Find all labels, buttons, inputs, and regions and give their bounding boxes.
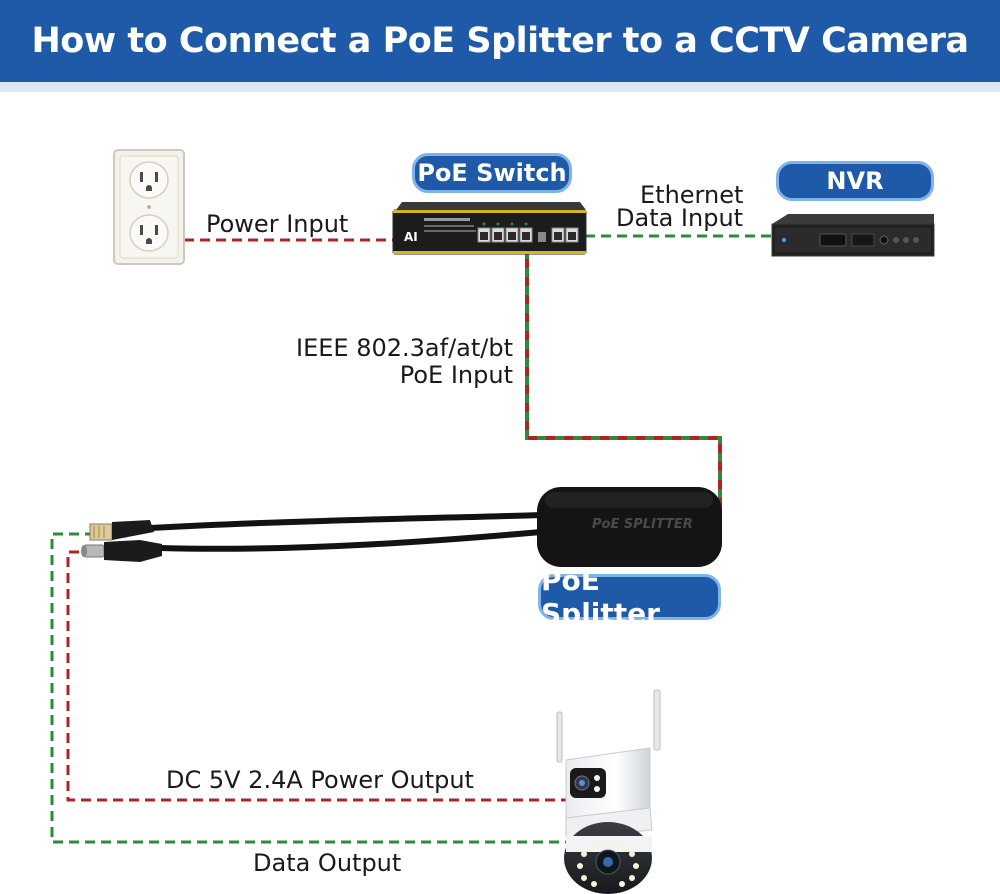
page-title: How to Connect a PoE Splitter to a CCTV … — [31, 21, 969, 61]
splitter-print-text: PoE SPLITTER — [592, 517, 693, 532]
data-input-label: Data Input — [616, 204, 744, 232]
poe-switch-device: AI — [392, 202, 587, 255]
dc-power-output-label: DC 5V 2.4A Power Output — [166, 766, 474, 794]
dc-power-output-line — [66, 550, 572, 802]
wall-outlet-icon — [113, 149, 185, 265]
poe-splitter-badge-label: PoE Splitter — [541, 564, 660, 630]
cctv-camera-icon — [556, 689, 661, 894]
poe-splitter-device: PoE SPLITTER — [537, 487, 722, 567]
data-output-label: Data Output — [253, 849, 402, 877]
switch-ports — [477, 222, 579, 243]
poe-input-label: PoE Input — [399, 361, 513, 389]
poe-switch-badge: PoE Switch — [412, 153, 572, 193]
poe-switch-badge-label: PoE Switch — [417, 159, 567, 187]
splitter-cables — [149, 512, 542, 552]
power-input-label: Power Input — [206, 210, 349, 238]
nvr-device — [771, 214, 935, 257]
switch-brand-text: AI — [404, 230, 418, 244]
nvr-badge: NVR — [776, 161, 934, 201]
ieee-standard-label: IEEE 802.3af/at/bt — [296, 334, 513, 362]
banner-divider — [0, 82, 1000, 92]
poe-input-line — [525, 250, 722, 520]
dc-barrel-connector — [81, 540, 162, 562]
nvr-badge-label: NVR — [826, 167, 884, 195]
data-output-line — [50, 532, 580, 844]
title-banner: How to Connect a PoE Splitter to a CCTV … — [0, 0, 1000, 82]
poe-splitter-badge: PoE Splitter — [538, 564, 721, 630]
rj45-connector — [89, 520, 154, 541]
ethernet-label: Ethernet — [640, 181, 744, 209]
